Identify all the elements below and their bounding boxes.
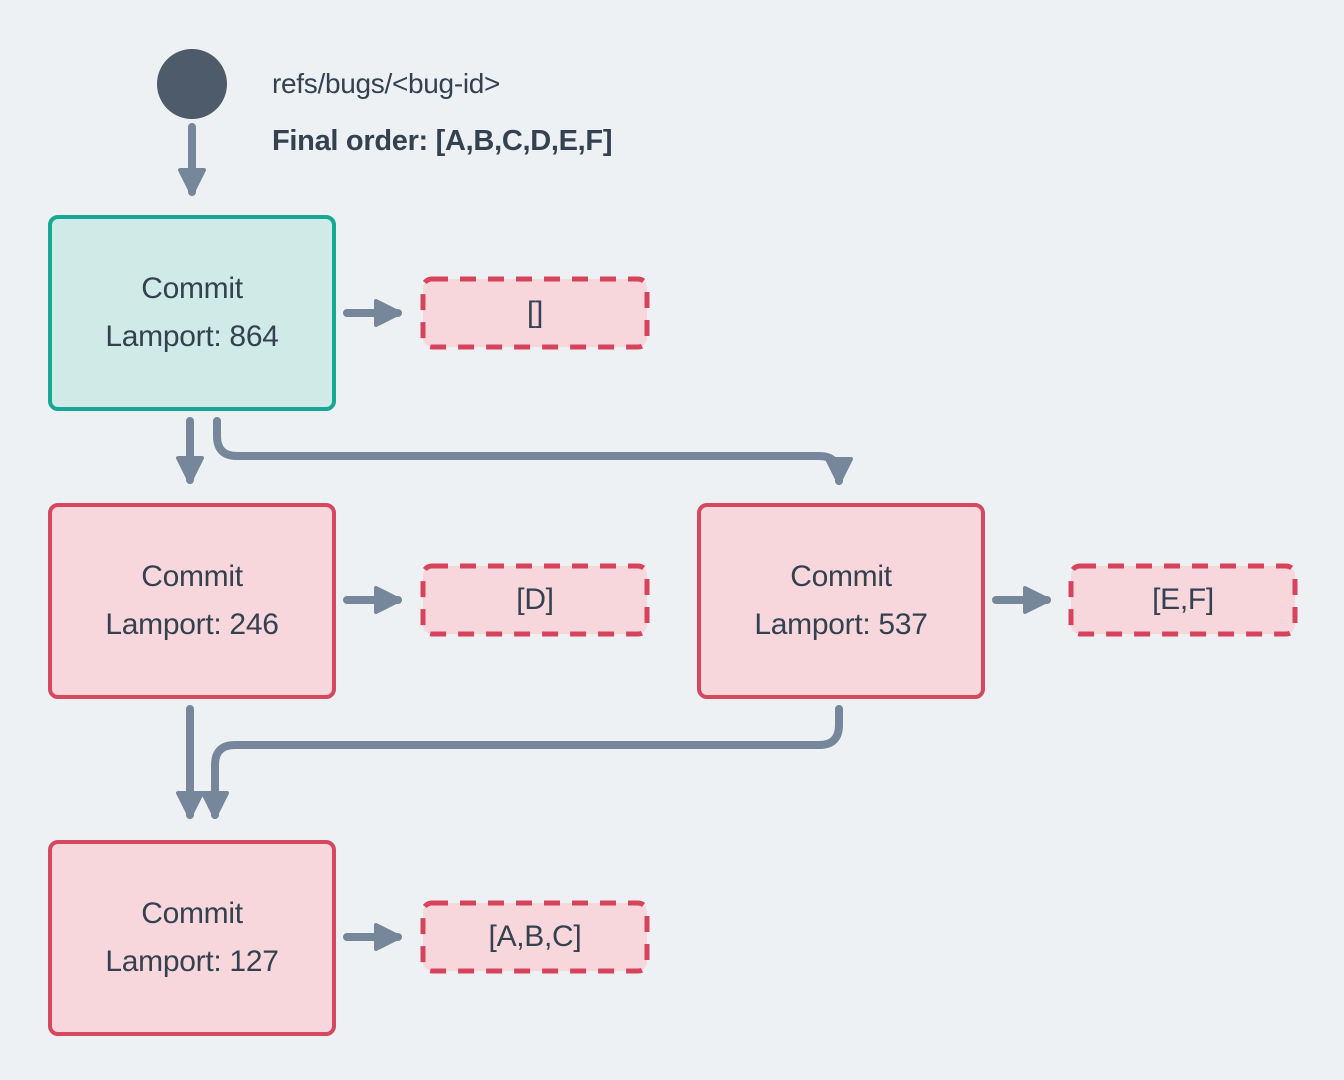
commit-node-127: Commit Lamport: 127 bbox=[48, 840, 336, 1036]
payload-box-537: [E,F] bbox=[1068, 563, 1298, 637]
commit-lamport: Lamport: 127 bbox=[105, 945, 279, 978]
payload-label: [] bbox=[526, 296, 544, 329]
payload-box-864: [] bbox=[420, 276, 650, 350]
dashed-border bbox=[420, 900, 650, 974]
payload-label: [D] bbox=[516, 583, 554, 616]
payload-label: [A,B,C] bbox=[488, 920, 582, 953]
commit-lamport: Lamport: 246 bbox=[105, 608, 279, 641]
commit-title: Commit bbox=[141, 560, 243, 593]
commit-lamport: Lamport: 864 bbox=[105, 320, 279, 353]
ref-name-label: refs/bugs/<bug-id> bbox=[272, 68, 501, 99]
final-order-label: Final order: [A,B,C,D,E,F] bbox=[272, 125, 613, 157]
payload-box-246: [D] bbox=[420, 563, 650, 637]
commit-title: Commit bbox=[141, 272, 243, 305]
dashed-border bbox=[420, 563, 650, 637]
arrow-864-to-537 bbox=[213, 417, 853, 485]
commit-title: Commit bbox=[790, 560, 892, 593]
ref-head-node bbox=[157, 49, 227, 119]
commit-node-246: Commit Lamport: 246 bbox=[48, 503, 336, 699]
dashed-border bbox=[420, 276, 650, 350]
commit-node-537: Commit Lamport: 537 bbox=[697, 503, 985, 699]
commit-lamport: Lamport: 537 bbox=[754, 608, 928, 641]
commit-title: Commit bbox=[141, 897, 243, 930]
payload-box-127: [A,B,C] bbox=[420, 900, 650, 974]
payload-label: [E,F] bbox=[1152, 583, 1214, 616]
arrow-537-to-127 bbox=[201, 705, 843, 819]
commit-node-864: Commit Lamport: 864 bbox=[48, 215, 336, 411]
dashed-border bbox=[1068, 563, 1298, 637]
